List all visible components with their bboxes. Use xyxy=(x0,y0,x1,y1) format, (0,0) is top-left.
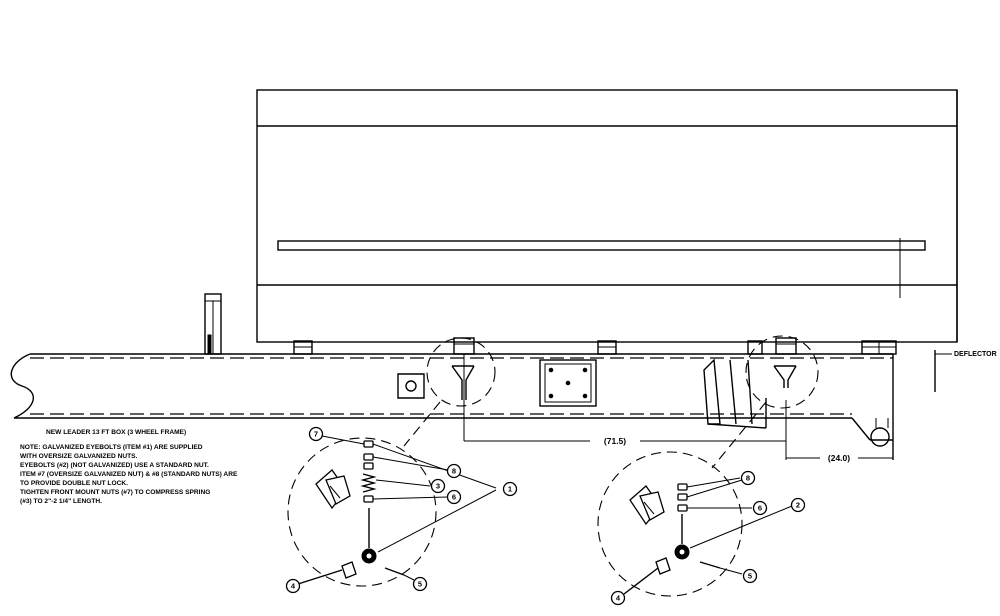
dim-rear: (24.0) xyxy=(828,453,850,463)
note-line-3: EYEBOLTS (#2) (NOT GALVANIZED) USE A STA… xyxy=(20,462,209,469)
truck-frame xyxy=(10,353,894,460)
callouts-left: 7 8 3 6 1 4 5 xyxy=(285,426,518,594)
dim-main: (71.5) xyxy=(604,436,626,446)
note-line-7: (#3) TO 2"-2 1/4" LENGTH. xyxy=(20,498,102,505)
callout-6: 6 xyxy=(452,493,456,502)
notes-block: NEW LEADER 13 FT BOX (3 WHEEL FRAME) NOT… xyxy=(20,429,238,505)
note-line-2: WITH OVERSIZE GALVANIZED NUTS. xyxy=(20,453,138,460)
rear-mount xyxy=(703,335,819,429)
deflector: DEFLECTOR xyxy=(934,350,997,392)
detail-left xyxy=(287,435,497,587)
dump-box xyxy=(256,89,958,343)
drawing-title: NEW LEADER 13 FT BOX (3 WHEEL FRAME) xyxy=(46,429,186,436)
callout-4: 4 xyxy=(291,582,296,591)
note-line-6: TIGHTEN FRONT MOUNT NUTS (#7) TO COMPRES… xyxy=(20,489,210,496)
callout-2: 2 xyxy=(796,501,800,510)
callout-8: 8 xyxy=(746,474,750,483)
callouts-right: 8 6 2 4 5 xyxy=(610,470,806,606)
callout-1: 1 xyxy=(508,485,512,494)
dimension-lines: (71.5) (24.0) xyxy=(463,400,893,463)
note-line-1: NOTE: GALVANIZED EYEBOLTS (ITEM #1) ARE … xyxy=(20,444,203,451)
detail-leader-left xyxy=(403,401,441,447)
callout-8: 8 xyxy=(452,467,456,476)
note-line-5: TO PROVIDE DOUBLE NUT LOCK. xyxy=(20,480,128,487)
deflector-label: DEFLECTOR xyxy=(954,351,997,358)
callout-6: 6 xyxy=(758,504,762,513)
front-mount xyxy=(426,337,496,407)
callout-7: 7 xyxy=(314,430,318,439)
front-post xyxy=(204,293,222,355)
callout-5: 5 xyxy=(748,572,752,581)
mount-blocks xyxy=(293,340,897,355)
detail-leader-right xyxy=(711,401,767,469)
detail-right xyxy=(597,451,793,597)
callout-4: 4 xyxy=(616,594,621,603)
callout-3: 3 xyxy=(436,482,440,491)
note-line-4: ITEM #7 (OVERSIZE GALVANIZED NUT) & #8 (… xyxy=(20,471,238,478)
callout-5: 5 xyxy=(418,580,422,589)
frame-brackets xyxy=(397,359,597,407)
